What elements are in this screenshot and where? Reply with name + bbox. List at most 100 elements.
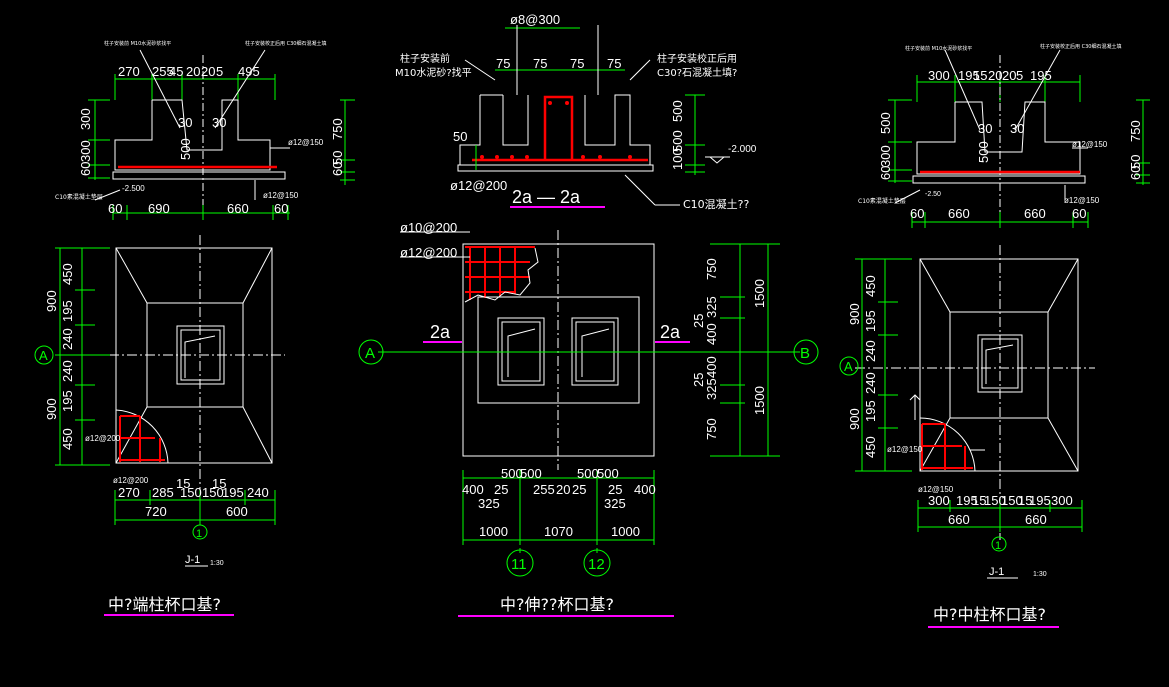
right-plan-bottom-top-1: 300 [928,493,950,508]
middle-rdim-inner-6: 25 [691,373,706,387]
left-plan-axis-bottom: 1 [196,528,202,540]
middle-bottom-mid-5: 25 [572,482,586,497]
right-plan-inner-3: 240 [863,340,878,362]
middle-rebar-bottom: ø12@200 [450,178,507,193]
middle-top-dim-4: 75 [607,56,621,71]
middle-rdim-inner-5: 400 [704,356,719,378]
left-bottom-dim-1: 60 [108,201,122,216]
right-plan-bottom-top-5: 150 [1001,493,1023,508]
left-rebar-label-1: ø12@150 [288,138,324,147]
middle-elevation: -2.000 [728,144,757,155]
right-plan-bottom-top-7: 195 [1029,493,1051,508]
middle-bottom-1: 1000 [479,524,508,539]
right-note-right: 柱子安装校正后用 C30细石混凝土填 [1040,43,1121,50]
left-plan-bottom-2: 600 [226,504,248,519]
middle-axis-right: B [800,345,810,362]
middle-bottom-mid-6: 25 [608,482,622,497]
right-rebar-label-2: ø12@150 [1064,196,1100,205]
middle-section-tag: 2a — 2a [512,187,581,207]
middle-rdim-inner-7: 325 [704,378,719,400]
left-dim-500: 500 [178,138,193,160]
left-plan-bottom-top-2: 285 [152,485,174,500]
right-section-view [888,49,1150,228]
right-rdim-3: 50 [1128,155,1143,169]
right-plan-bottom-top-3: 15 [972,493,986,508]
left-plan-bottom-top-1: 270 [118,485,140,500]
middle-bottom-mid-4: 20 [556,482,570,497]
middle-dim-325a: 325 [478,496,500,511]
left-vdim-2: 60 [78,162,93,176]
middle-dim-100: 100 [670,148,685,170]
right-plan-bottom-1: 660 [948,512,970,527]
left-plan-bottom-top-7: 240 [247,485,269,500]
left-plan-bottom-1: 720 [145,504,167,519]
right-plan-axis-a: A [844,359,853,374]
left-plan-bottom-top-5: 150 [202,485,224,500]
left-top-dim-7: 495 [238,64,260,79]
right-plan-inner-4: 240 [863,372,878,394]
middle-plan-title: 中?伸??杯口基? [500,595,614,614]
middle-rdim-inner-8: 750 [704,418,719,440]
middle-note-left-1: 柱子安装前 [400,52,450,65]
middle-rdim-inner-2: 325 [704,296,719,318]
middle-top-dim-2: 75 [533,56,547,71]
right-plan-inner-1: 450 [863,275,878,297]
middle-bottom-mid-1: 400 [462,482,484,497]
left-plan-inner-4: 240 [60,360,75,382]
middle-rebar-2: ø12@200 [400,245,457,260]
right-plan-bottom-top-2: 195 [956,493,978,508]
left-note-right: 柱子安装校正后用 C30细石混凝土填 [245,40,326,47]
right-top-dim-2: 195 [958,68,980,83]
middle-axis-left: A [365,345,375,362]
middle-note-left-2: M10水泥砂?找平 [395,66,472,79]
middle-bottom-top-3: 500 [577,466,599,481]
middle-rdim-inner-3: 25 [691,314,706,328]
right-plan-tag: J-1 [989,566,1004,578]
right-plan-rebar-label-2: ø12@150 [918,485,954,494]
left-plan-inner-5: 195 [60,390,75,412]
middle-axis-12: 12 [588,556,605,573]
right-plan-rebar-label: ø12@150 [887,445,923,454]
right-bottom-dim-3: 660 [1024,206,1046,221]
right-angle-b: 30 [1010,121,1024,136]
left-plan-inner-3: 240 [60,328,75,350]
middle-rdim-inner-1: 750 [704,258,719,280]
middle-rdim-outer-2: 1500 [752,386,767,415]
left-top-dim-2: 255 [152,64,174,79]
left-angle-b: 30 [212,115,226,130]
left-vdim-1: 300 [78,108,93,130]
right-top-dim-5: 20 [1002,68,1016,83]
middle-rdim-inner-4: 400 [704,323,719,345]
right-rdim-2: 60 [1128,166,1143,180]
left-section-labels: 270 255 45 20 20 5 495 柱子安装前 M10水泥砂浆找平 柱… [55,40,345,216]
right-vdim-3: 300 [878,145,893,167]
left-bottom-dim-4: 60 [274,201,288,216]
right-bottom-dim-4: 60 [1072,206,1086,221]
middle-bottom-top-4: 500 [597,466,619,481]
left-bottom-dim-3: 660 [227,201,249,216]
middle-bottom-top-2: 500 [520,466,542,481]
middle-bottom-mid-7: 400 [634,482,656,497]
right-angle-a: 30 [978,121,992,136]
right-dim-500: 500 [976,141,991,163]
middle-note-right-2: C30?石混凝土填? [657,66,737,79]
left-rdim-1: 750 [330,118,345,140]
left-plan-bottom-top-3: 15 [176,476,190,491]
right-top-dim-1: 300 [928,68,950,83]
middle-dim-500b: 500 [670,130,685,152]
middle-plan-view [358,230,819,617]
right-section-labels: 300 195 15 20 20 5 195 柱子安装前 M10水泥砂浆找平 柱… [858,43,1143,221]
left-plan-tag: J-1 [185,554,200,566]
left-plan-bottom-top-4: 150 [180,485,202,500]
right-plan-inner-2: 195 [863,310,878,332]
middle-rebar-1: ø10@200 [400,220,457,235]
left-plan-bottom-15: 15 [212,476,226,491]
middle-section-view [457,25,730,208]
right-plan-bottom-top-4: 150 [984,493,1006,508]
right-rdim-1: 750 [1128,120,1143,142]
left-plan-bottom-top-6: 195 [222,485,244,500]
middle-rdim-outer-1: 1500 [752,279,767,308]
right-plan-inner-5: 195 [863,400,878,422]
left-plan-view [34,235,285,616]
